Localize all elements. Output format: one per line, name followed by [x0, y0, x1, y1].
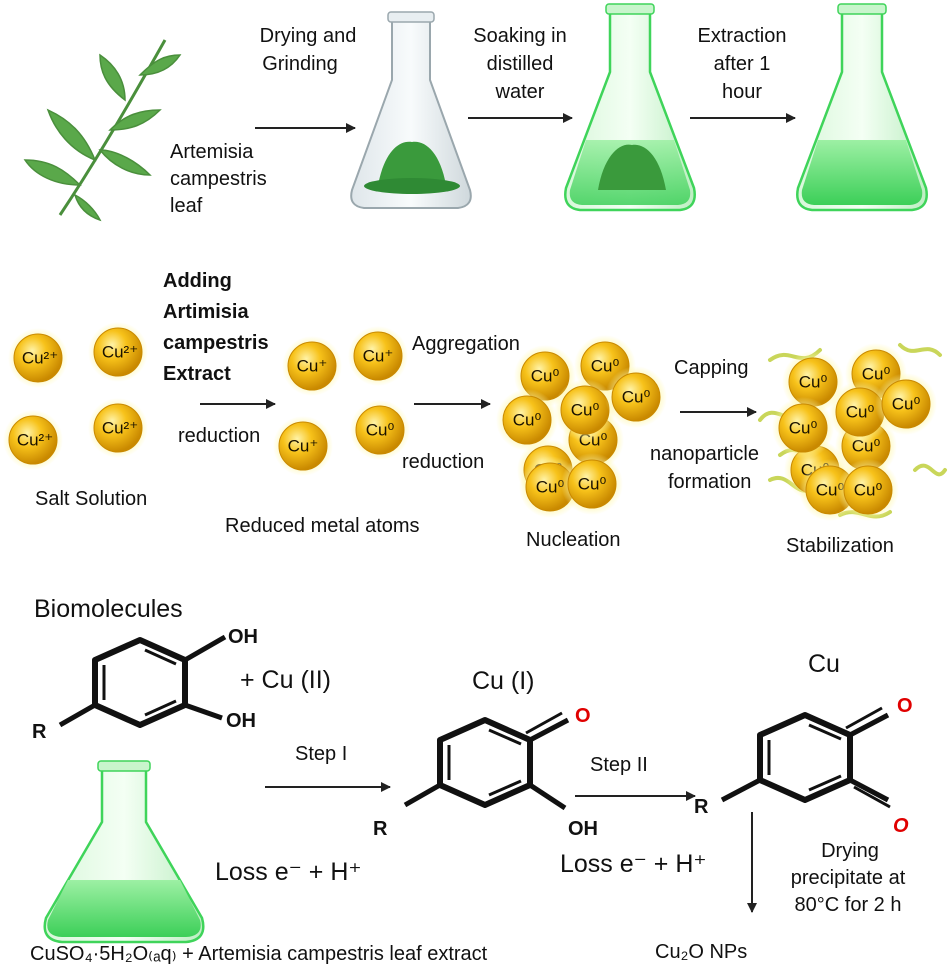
nucleation-cluster: Cu⁰Cu⁰Cu⁰Cu⁰Cu⁰Cu⁰Cu⁰Cu⁰Cu⁰ — [496, 335, 667, 518]
cu2o-product-label: Cu₂O NPs — [655, 941, 747, 963]
capping-label: Capping — [674, 357, 749, 379]
nucleation-atom: Cu⁰ — [554, 379, 616, 441]
atom-cu1-3: Cu⁺ — [273, 416, 333, 476]
semiquinone-structure — [403, 711, 570, 811]
atom-cu1-2: Cu⁺ — [348, 326, 408, 386]
salt-solution-atoms: Cu²⁺ Cu²⁺ Cu²⁺ Cu²⁺ — [3, 322, 148, 470]
stabilization-atom: Cu⁰ — [875, 373, 937, 435]
svg-text:Cu⁰: Cu⁰ — [862, 365, 891, 384]
oh-bottom: OH — [226, 710, 256, 732]
stabilization-atom: Cu⁰ — [837, 459, 899, 521]
svg-text:Cu⁰: Cu⁰ — [591, 357, 620, 376]
svg-text:Cu⁰: Cu⁰ — [816, 481, 845, 500]
atom-cu0-single: Cu⁰ — [350, 400, 410, 460]
quinone-structure — [720, 706, 891, 809]
svg-text:Cu²⁺: Cu²⁺ — [102, 343, 138, 362]
reduction-label-1: reduction — [178, 425, 260, 447]
soaking-label-3: water — [495, 81, 545, 103]
loss-label-1: Loss e⁻ + H⁺ — [215, 858, 362, 886]
salt-solution-label: Salt Solution — [35, 488, 147, 510]
svg-text:Cu⁰: Cu⁰ — [622, 388, 651, 407]
atom-cu2-4: Cu²⁺ — [88, 398, 148, 458]
plus-cu2-label: + Cu (II) — [240, 666, 331, 694]
svg-text:Cu⁰: Cu⁰ — [513, 411, 542, 430]
grinding-label: Grinding — [262, 53, 338, 75]
atom-cu1-1: Cu⁺ — [282, 336, 342, 396]
cu1-label: Cu (I) — [472, 667, 535, 695]
step1-label: Step I — [295, 743, 347, 765]
r-group-2: R — [373, 818, 388, 840]
svg-text:Cu⁰: Cu⁰ — [789, 419, 818, 438]
oh-top: OH — [228, 626, 258, 648]
reduction-label-2: reduction — [402, 451, 484, 473]
atom-cu2-1: Cu²⁺ — [8, 328, 68, 388]
aggregation-label: Aggregation — [412, 333, 520, 355]
oxygen-2: O — [897, 695, 913, 717]
svg-text:Cu⁰: Cu⁰ — [846, 403, 875, 422]
stabilization-atom: Cu⁰ — [829, 381, 891, 443]
oh-semiquinone: OH — [568, 818, 598, 840]
svg-text:Cu⁰: Cu⁰ — [854, 481, 883, 500]
svg-text:Cu⁰: Cu⁰ — [799, 373, 828, 392]
adding-label-1: Adding — [163, 270, 232, 292]
biomolecules-label: Biomolecules — [34, 595, 183, 623]
svg-text:Cu⁰: Cu⁰ — [578, 475, 607, 494]
oxygen-1: O — [575, 705, 591, 727]
step2-label: Step II — [590, 754, 648, 776]
loss-label-2: Loss e⁻ + H⁺ — [560, 850, 707, 878]
svg-text:Cu²⁺: Cu²⁺ — [102, 419, 138, 438]
nucleation-atom: Cu⁰ — [496, 389, 558, 451]
extraction-label-1: Extraction — [698, 25, 787, 47]
atom-cu2-3: Cu²⁺ — [3, 410, 63, 470]
extraction-label-2: after 1 — [714, 53, 771, 75]
svg-text:Cu⁺: Cu⁺ — [363, 347, 394, 366]
svg-text:Cu⁺: Cu⁺ — [297, 357, 328, 376]
nanoparticle-label-1: nanoparticle — [650, 443, 759, 465]
drying-precip-3: 80°C for 2 h — [795, 894, 902, 916]
svg-text:Cu⁰: Cu⁰ — [366, 421, 395, 440]
extraction-label-3: hour — [722, 81, 762, 103]
svg-text:Cu⁺: Cu⁺ — [288, 437, 319, 456]
reduced-metal-atoms-label: Reduced metal atoms — [225, 515, 420, 537]
svg-text:Cu⁰: Cu⁰ — [536, 478, 565, 497]
adding-label-3: campestris — [163, 332, 269, 354]
reduced-atoms: Cu⁺ Cu⁺ Cu⁺ Cu⁰ — [273, 326, 410, 476]
svg-text:Cu⁰: Cu⁰ — [892, 395, 921, 414]
catechol-structure — [58, 634, 227, 728]
cu-label: Cu — [808, 650, 840, 678]
leaf-label-1: Artemisia — [170, 141, 254, 163]
nucleation-label: Nucleation — [526, 529, 621, 551]
flask-powder-icon — [350, 11, 472, 209]
nucleation-atom: Cu⁰ — [561, 453, 623, 515]
nanoparticle-label-2: formation — [668, 471, 751, 493]
artemisia-leaf-icon — [23, 39, 182, 222]
atom-cu2-2: Cu²⁺ — [88, 322, 148, 382]
r-group-3: R — [694, 796, 709, 818]
r-group-1: R — [32, 721, 47, 743]
drying-label-1: Drying and — [260, 25, 357, 47]
stabilization-atom: Cu⁰ — [772, 397, 834, 459]
flask-soaking-icon — [564, 3, 696, 212]
oxygen-3: O — [893, 815, 909, 837]
soaking-label-1: Soaking in — [473, 25, 566, 47]
svg-text:Cu⁰: Cu⁰ — [571, 401, 600, 420]
drying-precip-1: Drying — [821, 840, 879, 862]
leaf-label-2: campestris — [170, 168, 267, 190]
adding-label-2: Artimisia — [163, 301, 249, 323]
stabilization-label: Stabilization — [786, 535, 894, 557]
svg-text:Cu²⁺: Cu²⁺ — [17, 431, 53, 450]
svg-text:Cu⁰: Cu⁰ — [531, 367, 560, 386]
stabilization-cluster: Cu⁰Cu⁰Cu⁰Cu⁰Cu⁰Cu⁰Cu⁰Cu⁰Cu⁰ — [772, 343, 937, 521]
adding-label-4: Extract — [163, 363, 231, 385]
drying-precip-2: precipitate at — [791, 867, 906, 889]
cuso4-formula: CuSO₄·5H₂O₍ₐq₎ + Artemisia campestris le… — [30, 943, 488, 965]
svg-text:Cu²⁺: Cu²⁺ — [22, 349, 58, 368]
flask-cuso4-icon — [43, 760, 205, 944]
soaking-label-2: distilled — [487, 53, 554, 75]
leaf-label-3: leaf — [170, 195, 203, 217]
nucleation-atom: Cu⁰ — [605, 366, 667, 428]
flask-extract-icon — [796, 3, 928, 212]
